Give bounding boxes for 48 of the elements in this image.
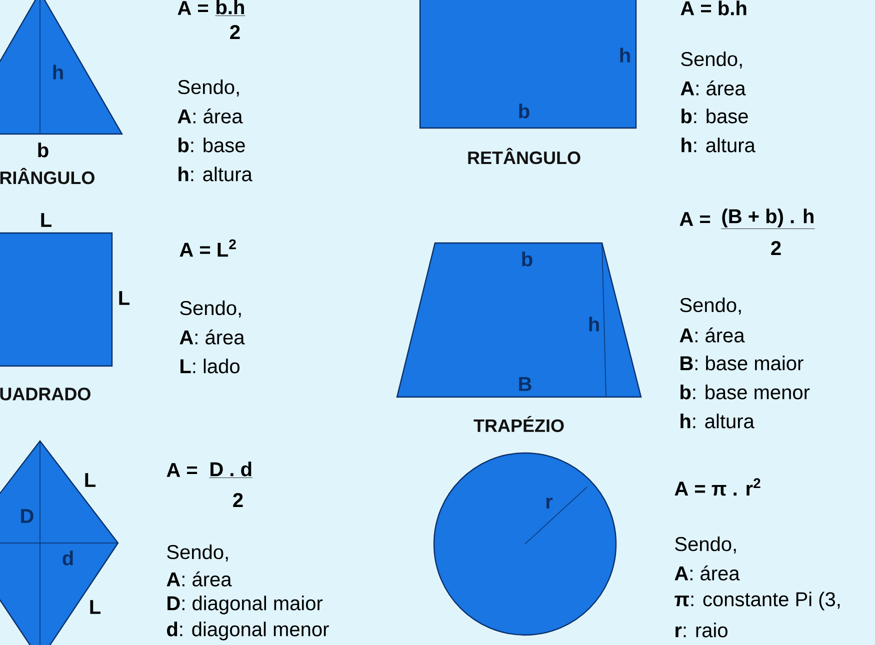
definition-text: r: raio	[676, 622, 728, 638]
definition-text: h: altura	[680, 414, 754, 428]
definition-text: B: base maior	[680, 356, 804, 370]
definition-text: π: constante Pi (3,	[674, 592, 840, 610]
definition-text: A: área	[180, 330, 245, 344]
dimension-label: h	[620, 48, 630, 62]
shape-name: RETÂNGULO	[468, 148, 580, 164]
dimension-label: d	[62, 550, 73, 566]
dimension-label: b	[519, 104, 530, 118]
formula: A =	[166, 463, 198, 477]
definition-text: h: altura	[178, 166, 252, 182]
shape-name: TRAPÉZIO	[474, 416, 564, 432]
dimension-label: h	[589, 316, 599, 332]
definition-text: h: altura	[682, 138, 756, 152]
dimension-label: L	[41, 213, 52, 227]
definition-text: A: área	[178, 108, 243, 124]
definition-text: b: base menor	[680, 384, 810, 400]
definition-text: A: área	[166, 572, 232, 586]
dimension-label: b	[522, 252, 532, 266]
formula: A = L$^{2}$	[180, 239, 236, 257]
fraction-denominator: 2	[233, 493, 243, 507]
dimension-label: h	[53, 64, 63, 80]
dimension-label: D	[21, 509, 34, 523]
fraction-numerator: (B + b) . h	[721, 208, 815, 229]
definition-text: L: lado	[180, 358, 240, 374]
fraction-denominator: 2	[771, 241, 781, 255]
dimension-label: L	[119, 291, 130, 305]
definition-text: b: base	[682, 108, 748, 124]
definition-text: A: área	[674, 566, 740, 580]
formula: A =	[680, 212, 710, 226]
definition-text: Sendo,	[681, 51, 742, 69]
fraction-numerator: D . d	[209, 462, 253, 478]
fraction-numerator: b.h	[215, 0, 246, 16]
definition-text: d: diagonal menor	[167, 622, 329, 640]
dimension-label: L	[90, 600, 100, 614]
dimension-label: B	[519, 377, 532, 391]
dimension-label: L	[85, 473, 96, 487]
formula: A =	[178, 1, 208, 15]
shape-name: UADRADO	[0, 388, 90, 400]
dimension-label: b	[38, 142, 48, 158]
shape-name: RIÂNGULO	[0, 168, 94, 184]
definition-text: A: área	[680, 328, 745, 342]
dimension-label: r	[546, 498, 553, 508]
definition-text: b: base	[178, 138, 245, 152]
fraction-denominator: 2	[230, 25, 240, 39]
definition-text: A: área	[680, 80, 746, 96]
definition-text: D: diagonal maior	[168, 596, 323, 614]
formula: A = π . r$^{2}$	[674, 478, 760, 496]
